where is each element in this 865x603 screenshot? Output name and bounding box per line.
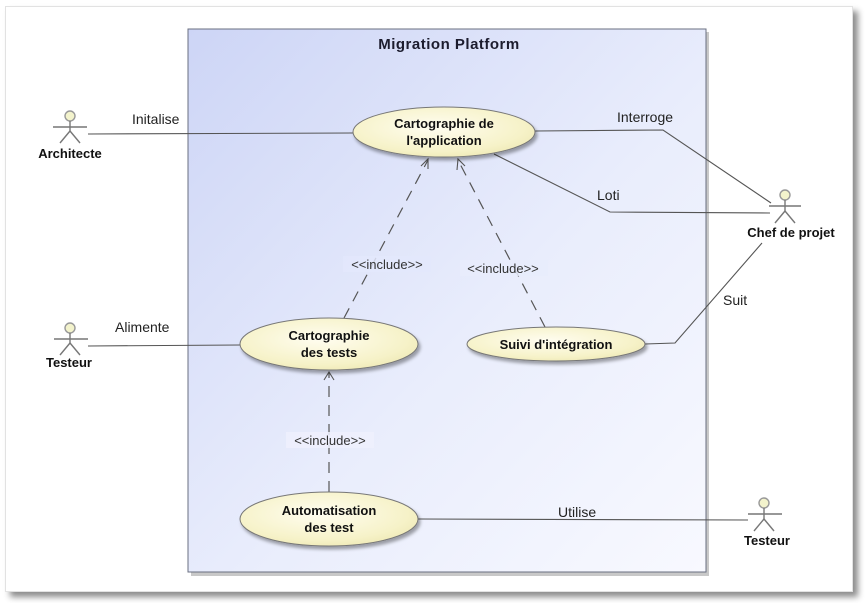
include-arrowhead: [323, 370, 335, 381]
association-alimente[interactable]: [87, 344, 241, 347]
use-case-automatisation-tests[interactable]: Automatisation des test: [239, 491, 419, 547]
use-case-label: des test: [304, 520, 354, 535]
use-case-cartographie-application[interactable]: Cartographie de l'application: [352, 106, 536, 158]
actor-name: Chef de projet: [747, 225, 835, 240]
use-case-label: Automatisation: [282, 503, 377, 518]
actor-name: Testeur: [46, 355, 92, 370]
include-label: <<include>>: [351, 257, 423, 272]
actor-testeur-right[interactable]: Testeur: [744, 497, 790, 548]
use-case-label: Suivi d'intégration: [500, 337, 613, 352]
actor-name: Architecte: [38, 146, 102, 161]
association-label-initalise: Initalise: [132, 111, 180, 127]
include-label: <<include>>: [467, 261, 539, 276]
association-label-loti: Loti: [597, 187, 620, 203]
actor-icon: [53, 110, 87, 144]
system-boundary-title: Migration Platform: [378, 36, 520, 53]
actor-name: Testeur: [744, 533, 790, 548]
include-label: <<include>>: [294, 433, 366, 448]
use-case-label: l'application: [406, 133, 481, 148]
use-case-cartographie-tests[interactable]: Cartographie des tests: [239, 317, 419, 371]
association-label-alimente: Alimente: [115, 319, 170, 335]
actor-icon: [769, 189, 801, 224]
actor-icon: [748, 497, 782, 532]
include-arrowhead: [420, 157, 429, 169]
use-case-label: Cartographie de: [394, 116, 494, 131]
include-carto-tests-to-carto-app[interactable]: [343, 159, 429, 319]
association-interroge[interactable]: [534, 129, 772, 204]
include-arrowhead: [456, 157, 466, 171]
use-case-label: Cartographie: [289, 328, 370, 343]
association-label-suit: Suit: [723, 292, 747, 308]
actor-testeur-left[interactable]: Testeur: [46, 322, 92, 370]
actor-icon: [54, 322, 88, 356]
association-initalise[interactable]: [87, 132, 354, 135]
use-case-label: des tests: [301, 345, 357, 360]
use-case-suivi-integration[interactable]: Suivi d'intégration: [466, 326, 646, 362]
association-loti[interactable]: [493, 153, 771, 214]
association-label-utilise: Utilise: [558, 504, 596, 520]
association-suit[interactable]: [644, 242, 763, 345]
association-label-interroge: Interroge: [617, 109, 673, 125]
include-suivi-to-carto-app[interactable]: [457, 159, 546, 328]
association-utilise[interactable]: [417, 518, 749, 521]
actor-architecte[interactable]: Architecte: [38, 110, 102, 161]
actor-chef-de-projet[interactable]: Chef de projet: [747, 189, 835, 240]
